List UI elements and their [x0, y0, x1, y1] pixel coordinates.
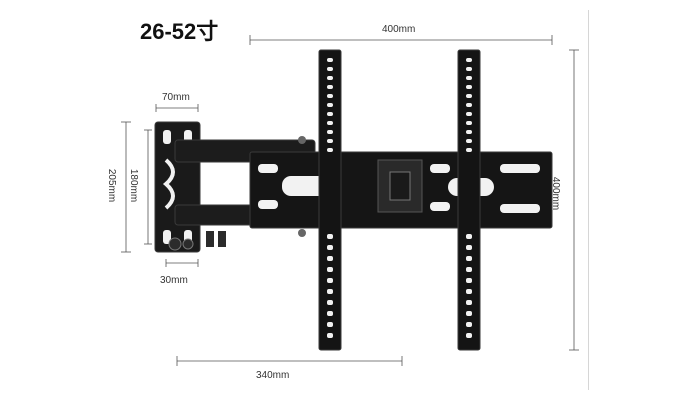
- rail-hole: [327, 333, 333, 338]
- rail-hole: [327, 121, 333, 125]
- dim-label-plate-width: 70mm: [162, 92, 190, 103]
- dim-label-top-width: 400mm: [382, 24, 416, 35]
- dim-label-plate-bottom: 30mm: [160, 275, 188, 286]
- rail-hole: [466, 67, 472, 71]
- swing-arms: [174, 136, 316, 247]
- rail-hole: [327, 76, 333, 80]
- rail-hole: [466, 148, 472, 152]
- rail-hole: [327, 289, 333, 294]
- rail-hole: [327, 67, 333, 71]
- rail-hole: [466, 76, 472, 80]
- size-title: 26-52寸: [140, 19, 219, 44]
- rail-hole: [466, 256, 472, 261]
- rail-hole: [466, 121, 472, 125]
- rail-hole: [466, 130, 472, 134]
- dim-label-bottom-extension: 340mm: [256, 370, 290, 381]
- rail-hole: [466, 267, 472, 272]
- rail-hole: [466, 103, 472, 107]
- dim-label-plate-inner: 180mm: [128, 168, 140, 203]
- rail-hole: [327, 245, 333, 250]
- rail-hole: [466, 322, 472, 327]
- tv-bracket-frame: [249, 151, 553, 229]
- rail-hole: [327, 256, 333, 261]
- image-edge-line: [588, 10, 589, 390]
- rail-hole: [327, 85, 333, 89]
- rail-hole: [466, 112, 472, 116]
- dim-label-plate-outer: 205mm: [106, 168, 118, 203]
- rail-hole: [327, 322, 333, 327]
- rail-hole: [466, 85, 472, 89]
- dimension-lines: [121, 35, 579, 366]
- rail-hole: [327, 103, 333, 107]
- vertical-rail-right: [457, 49, 481, 351]
- rail-hole: [327, 300, 333, 305]
- rail-hole: [466, 300, 472, 305]
- rail-hole: [327, 311, 333, 316]
- rail-hole: [327, 148, 333, 152]
- rail-hole: [327, 278, 333, 283]
- rail-hole: [466, 278, 472, 283]
- rail-holes: [327, 58, 472, 338]
- rail-hole: [327, 139, 333, 143]
- rail-hole: [327, 267, 333, 272]
- rail-hole: [327, 58, 333, 62]
- rail-hole: [466, 58, 472, 62]
- vertical-rail-left: [318, 49, 342, 351]
- rail-hole: [466, 289, 472, 294]
- rail-hole: [327, 234, 333, 239]
- rail-hole: [466, 139, 472, 143]
- rail-hole: [466, 245, 472, 250]
- rail-hole: [466, 94, 472, 98]
- rail-hole: [466, 311, 472, 316]
- dim-label-right-height: 400mm: [550, 176, 562, 211]
- rail-hole: [327, 94, 333, 98]
- rail-hole: [327, 130, 333, 134]
- rail-hole: [466, 234, 472, 239]
- rail-hole: [327, 112, 333, 116]
- rail-hole: [466, 333, 472, 338]
